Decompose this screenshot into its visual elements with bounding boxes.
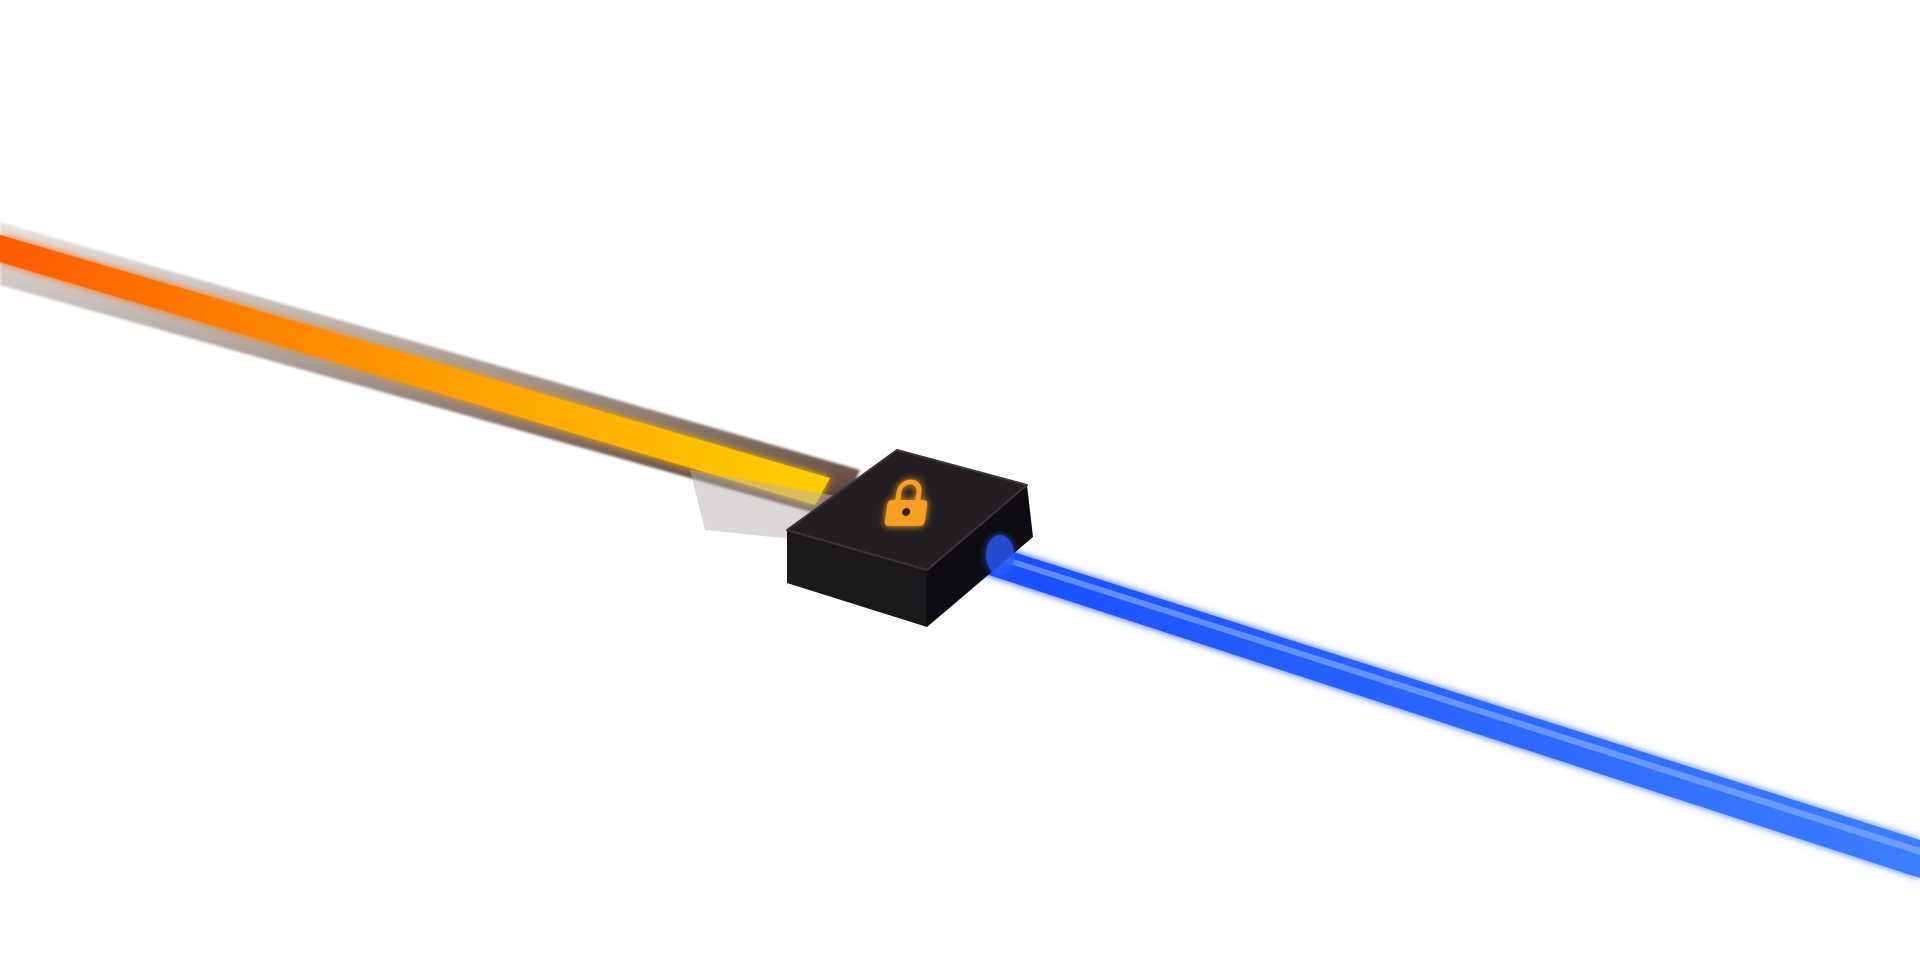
encrypted-data-beam <box>980 543 1920 878</box>
box-front-face <box>787 530 927 627</box>
unencrypted-data-tube <box>0 222 860 545</box>
box-right-face <box>927 485 1033 627</box>
data-stream <box>0 235 830 505</box>
encryption-box <box>786 449 1033 627</box>
padlock-icon <box>884 479 928 526</box>
